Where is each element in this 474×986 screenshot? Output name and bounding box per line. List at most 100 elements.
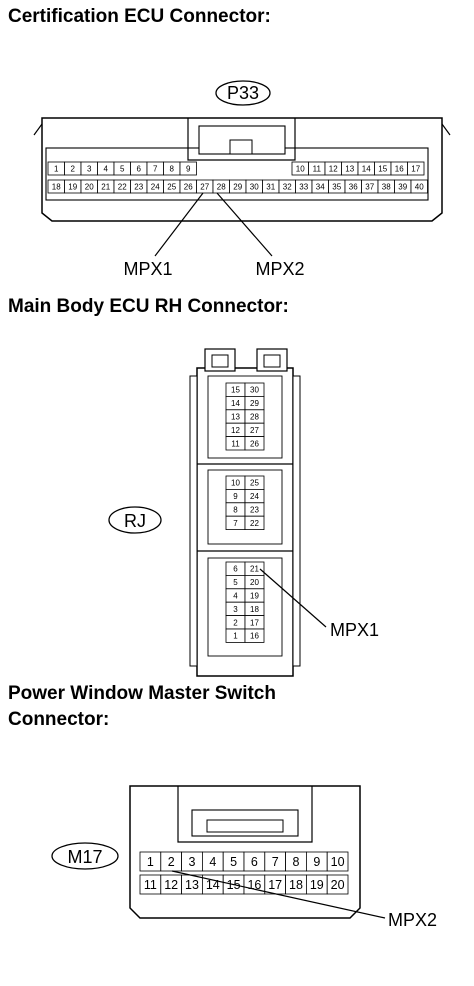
rj-pin: 15 — [231, 386, 240, 395]
m17-tag-outline — [51, 842, 119, 870]
rj-latch-detail-left — [211, 354, 229, 368]
m17-pin: 1 — [147, 855, 154, 869]
p33-latch-key — [229, 139, 253, 155]
m17-pin: 7 — [272, 855, 279, 869]
mpx2-wire-p33 — [216, 192, 273, 257]
rj-mpx1-label: MPX1 — [330, 620, 379, 640]
p33-pin: 40 — [415, 183, 424, 192]
rj-cavity-1 — [207, 375, 283, 459]
m17-pin: 5 — [230, 855, 237, 869]
p33-pin: 38 — [382, 183, 391, 192]
power-window-heading-line2: Connector: — [8, 709, 110, 730]
p33-pin: 10 — [296, 165, 305, 174]
p33-pin: 17 — [411, 165, 420, 174]
p33-pin: 23 — [134, 183, 143, 192]
m17-pin: 19 — [310, 878, 324, 892]
m17-pin: 12 — [164, 878, 178, 892]
p33-pin: 5 — [120, 165, 125, 174]
p33-pin: 25 — [167, 183, 176, 192]
p33-tag-label: P33 — [227, 83, 259, 103]
rj-tag-label: RJ — [124, 511, 146, 531]
p33-pin: 19 — [68, 183, 77, 192]
m17-pin: 13 — [185, 878, 199, 892]
rj-pin: 8 — [233, 506, 238, 515]
p33-pin: 2 — [71, 165, 76, 174]
rj-pin: 18 — [250, 605, 259, 614]
mpx2-wire-m17 — [171, 870, 386, 919]
p33-pin: 34 — [316, 183, 325, 192]
power-window-heading-line1: Power Window Master Switch — [8, 683, 276, 704]
p33-pin: 16 — [395, 165, 404, 174]
mpx1-wire-rj — [259, 568, 327, 628]
p33-pin: 36 — [349, 183, 358, 192]
rj-pin-cell — [244, 628, 265, 643]
p33-side-tabs — [33, 123, 451, 136]
p33-pin: 24 — [151, 183, 160, 192]
m17-pin: 4 — [209, 855, 216, 869]
p33-pin-cell — [407, 161, 425, 176]
rj-pin: 22 — [250, 519, 259, 528]
rj-pin: 12 — [231, 426, 240, 435]
rj-pin: 21 — [250, 565, 259, 574]
p33-pin: 8 — [170, 165, 175, 174]
main-body-ecu-heading: Main Body ECU RH Connector: — [8, 296, 289, 317]
p33-mpx1-label: MPX1 — [123, 259, 172, 279]
rj-pin: 6 — [233, 565, 238, 574]
m17-pin: 9 — [313, 855, 320, 869]
p33-pin: 39 — [398, 183, 407, 192]
p33-pin: 30 — [250, 183, 259, 192]
p33-pin: 26 — [184, 183, 193, 192]
p33-pin: 13 — [345, 165, 354, 174]
mpx1-wire-p33 — [154, 192, 204, 257]
p33-pin: 35 — [332, 183, 341, 192]
p33-pin: 33 — [299, 183, 308, 192]
rj-pin: 19 — [250, 592, 259, 601]
p33-tag-outline — [215, 80, 271, 106]
m17-tag-label: M17 — [67, 847, 102, 867]
m17-latch-key — [206, 819, 284, 833]
p33-pin: 32 — [283, 183, 292, 192]
p33-pin: 21 — [101, 183, 110, 192]
rj-pin-cell — [244, 515, 265, 531]
rj-pin-cell — [244, 436, 265, 451]
p33-pin: 29 — [233, 183, 242, 192]
m17-pin: 3 — [189, 855, 196, 869]
p33-pin: 37 — [365, 183, 374, 192]
rj-right-rail — [292, 375, 301, 667]
m17-pin: 11 — [144, 878, 157, 892]
m17-pin: 20 — [331, 878, 345, 892]
p33-pin: 1 — [54, 165, 59, 174]
p33-pin-cell — [410, 179, 428, 194]
rj-pin: 30 — [250, 386, 259, 395]
m17-pin: 14 — [206, 878, 220, 892]
rj-pin: 7 — [233, 519, 238, 528]
rj-pin: 28 — [250, 413, 259, 422]
rj-pin: 9 — [233, 492, 238, 501]
p33-pin: 31 — [266, 183, 275, 192]
rj-pin: 16 — [250, 632, 259, 641]
rj-pin: 17 — [250, 618, 259, 627]
rj-pin: 11 — [231, 439, 240, 448]
p33-pin: 18 — [52, 183, 61, 192]
rj-cavity-3 — [207, 557, 283, 657]
m17-pin: 18 — [289, 878, 303, 892]
m17-pin: 6 — [251, 855, 258, 869]
p33-pin: 28 — [217, 183, 226, 192]
rj-pin: 1 — [233, 632, 238, 641]
m17-pin: 10 — [331, 855, 345, 869]
m17-pin-cell — [326, 874, 349, 895]
p33-pin-cell — [179, 161, 197, 176]
rj-left-rail — [189, 375, 198, 667]
rj-pin: 14 — [231, 399, 240, 408]
rj-latch-detail-right — [263, 354, 281, 368]
p33-latch-outer — [187, 118, 296, 161]
rj-cavity-2 — [207, 469, 283, 545]
p33-pin: 7 — [153, 165, 158, 174]
m17-pin-cell — [326, 851, 349, 872]
rj-pin: 24 — [250, 492, 259, 501]
